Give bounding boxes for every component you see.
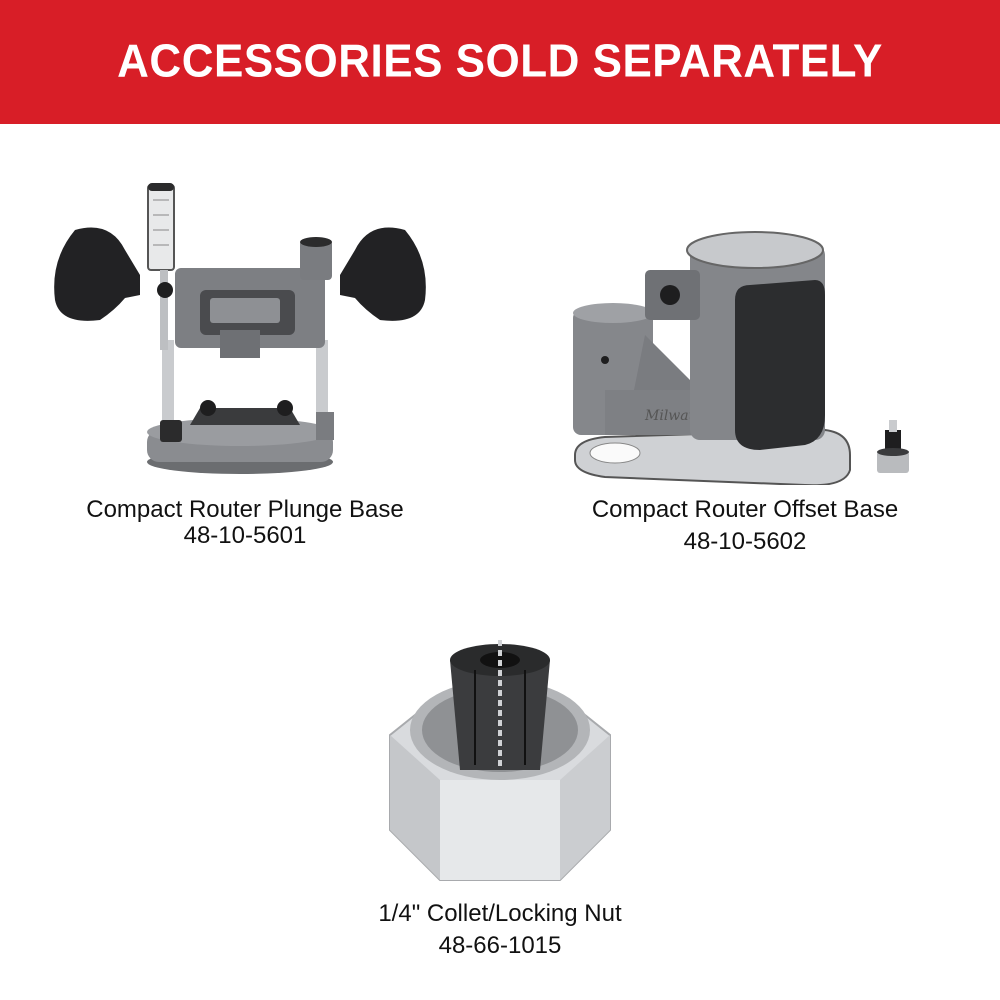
part-number: 48-66-1015 <box>438 932 562 959</box>
collet-locking-nut-icon <box>389 640 611 881</box>
router-offset-base-icon: Milwaukee <box>573 231 909 485</box>
offset-base-caption: Compact Router Offset Base 48-10-5602 <box>555 497 935 555</box>
banner-title: ACCESSORIES SOLD SEPARATELY <box>117 35 883 88</box>
collet-nut-caption: 1/4" Collet/Locking Nut 48-66-1015 <box>300 901 700 959</box>
collet-nut-image <box>380 630 620 890</box>
product-name: Compact Router Plunge Base <box>86 496 404 523</box>
product-name: 1/4" Collet/Locking Nut <box>378 900 622 927</box>
part-number: 48-10-5602 <box>683 528 807 555</box>
router-plunge-base-icon <box>54 183 426 474</box>
plunge-base-caption: Compact Router Plunge Base 48-10-5601 <box>40 497 450 549</box>
product-name: Compact Router Offset Base <box>591 496 899 523</box>
offset-base-image: Milwaukee <box>565 215 945 485</box>
header-banner: ACCESSORIES SOLD SEPARATELY <box>0 0 1000 124</box>
part-number: 48-10-5601 <box>183 522 307 549</box>
plunge-base-image <box>50 180 430 480</box>
